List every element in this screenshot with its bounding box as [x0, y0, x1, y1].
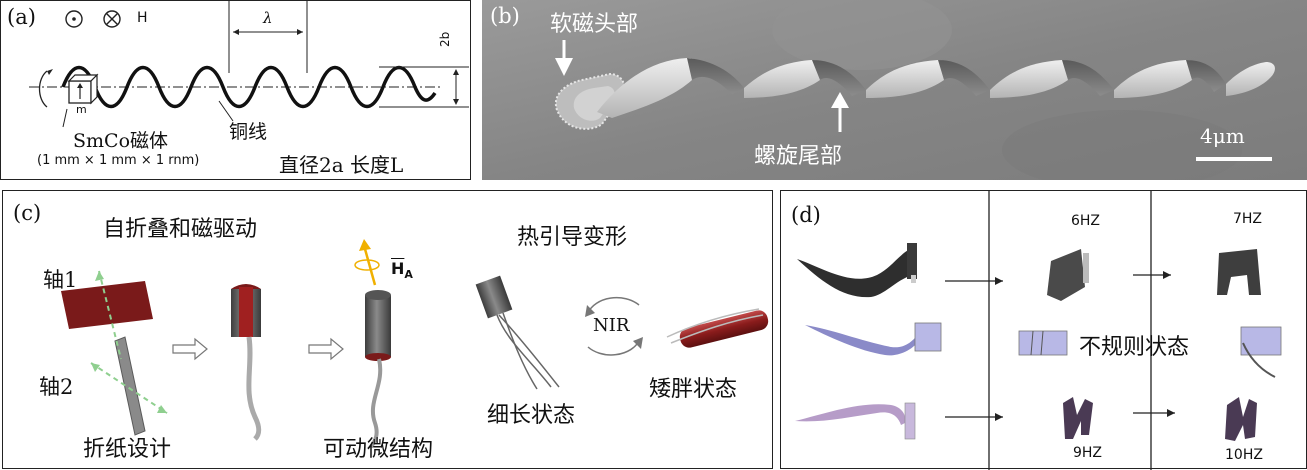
axis1-line	[98, 270, 122, 360]
copper-wire-wave	[61, 65, 437, 109]
panel-c-label: (c)	[13, 201, 42, 225]
stubby-rod	[679, 310, 769, 348]
stubby-state-label: 矮胖状态	[649, 377, 738, 402]
shape-7hz	[1217, 249, 1261, 295]
frequency-response-grid	[795, 191, 1282, 470]
tail-arrow-icon	[831, 92, 849, 108]
red-sheet	[61, 281, 153, 329]
magnet-size: (1 mm × 1 mm × 1 rnm)	[37, 153, 200, 168]
nir-label: NIR	[593, 315, 630, 336]
amplitude-label: 2b	[438, 31, 452, 47]
panel-c: (c) 自折叠和磁驱动 热引导变形 轴1 轴2 HA 折纸设计 可动微结构 NI…	[2, 190, 773, 469]
helix-schematic	[29, 1, 469, 128]
dot-field-icon	[65, 10, 83, 28]
slender-cylinder	[475, 275, 513, 319]
freq-7hz: 7HZ	[1233, 211, 1263, 227]
helix-segment	[597, 58, 700, 118]
micro-cylinder	[365, 295, 391, 357]
panel-a-label: (a)	[7, 5, 36, 29]
wavelength-label: λ	[263, 9, 273, 27]
scale-bar-label: 4μm	[1200, 124, 1245, 148]
soft-head-label: 软磁头部	[550, 12, 639, 37]
moment-label: m	[76, 103, 87, 116]
helical-tail-label: 螺旋尾部	[754, 144, 843, 169]
freq-10hz: 10HZ	[1225, 447, 1263, 463]
head-arrow-icon	[555, 58, 573, 76]
movable-structure-label: 可动微结构	[323, 437, 434, 462]
slender-state-label: 细长状态	[487, 403, 576, 428]
ribbon-row1	[797, 247, 915, 298]
copper-wire-label: 铜线	[229, 121, 268, 143]
title-left: 自折叠和磁驱动	[103, 217, 258, 242]
panel-a: (a) H λ 2b m SmCo磁体 (1 mm × 1 mm × 1 rnm…	[0, 0, 471, 180]
shape-9hz	[1063, 397, 1093, 439]
freq-6hz: 6HZ	[1071, 213, 1101, 229]
ribbon-row2	[805, 325, 919, 356]
freq-9hz: 9HZ	[1073, 445, 1103, 461]
field-label: HA	[391, 259, 413, 282]
axis2-label: 轴2	[39, 375, 74, 399]
origami-process-diagram	[61, 239, 769, 449]
process-arrow-icon	[172, 337, 208, 361]
field-symbol: H	[137, 10, 148, 26]
origami-design-label: 折纸设计	[83, 437, 172, 462]
shape-6hz	[1047, 249, 1085, 301]
ribbon-row3	[795, 404, 906, 425]
axis1-label: 轴1	[43, 268, 78, 292]
shape-10hz	[1225, 397, 1257, 441]
process-arrow-icon-2	[308, 337, 344, 361]
panel-b-label: (b)	[490, 4, 520, 28]
sem-micrograph	[482, 0, 1307, 180]
magnet-label: SmCo磁体	[73, 130, 169, 152]
panel-d: (d) 6HZ 7HZ 9HZ 10HZ 不规则状态	[780, 190, 1307, 470]
irregular-state-label: 不规则状态	[1079, 335, 1190, 360]
axis2-line	[90, 362, 168, 414]
panel-d-label: (d)	[791, 203, 821, 227]
title-right: 热引导变形	[517, 225, 628, 250]
cross-field-icon	[103, 10, 121, 28]
panel-b: (b) 软磁头部 螺旋尾部 4μm	[482, 0, 1307, 180]
field-arrow-icon	[359, 239, 371, 251]
dimensions-label: 直径2a 长度L	[279, 153, 404, 177]
